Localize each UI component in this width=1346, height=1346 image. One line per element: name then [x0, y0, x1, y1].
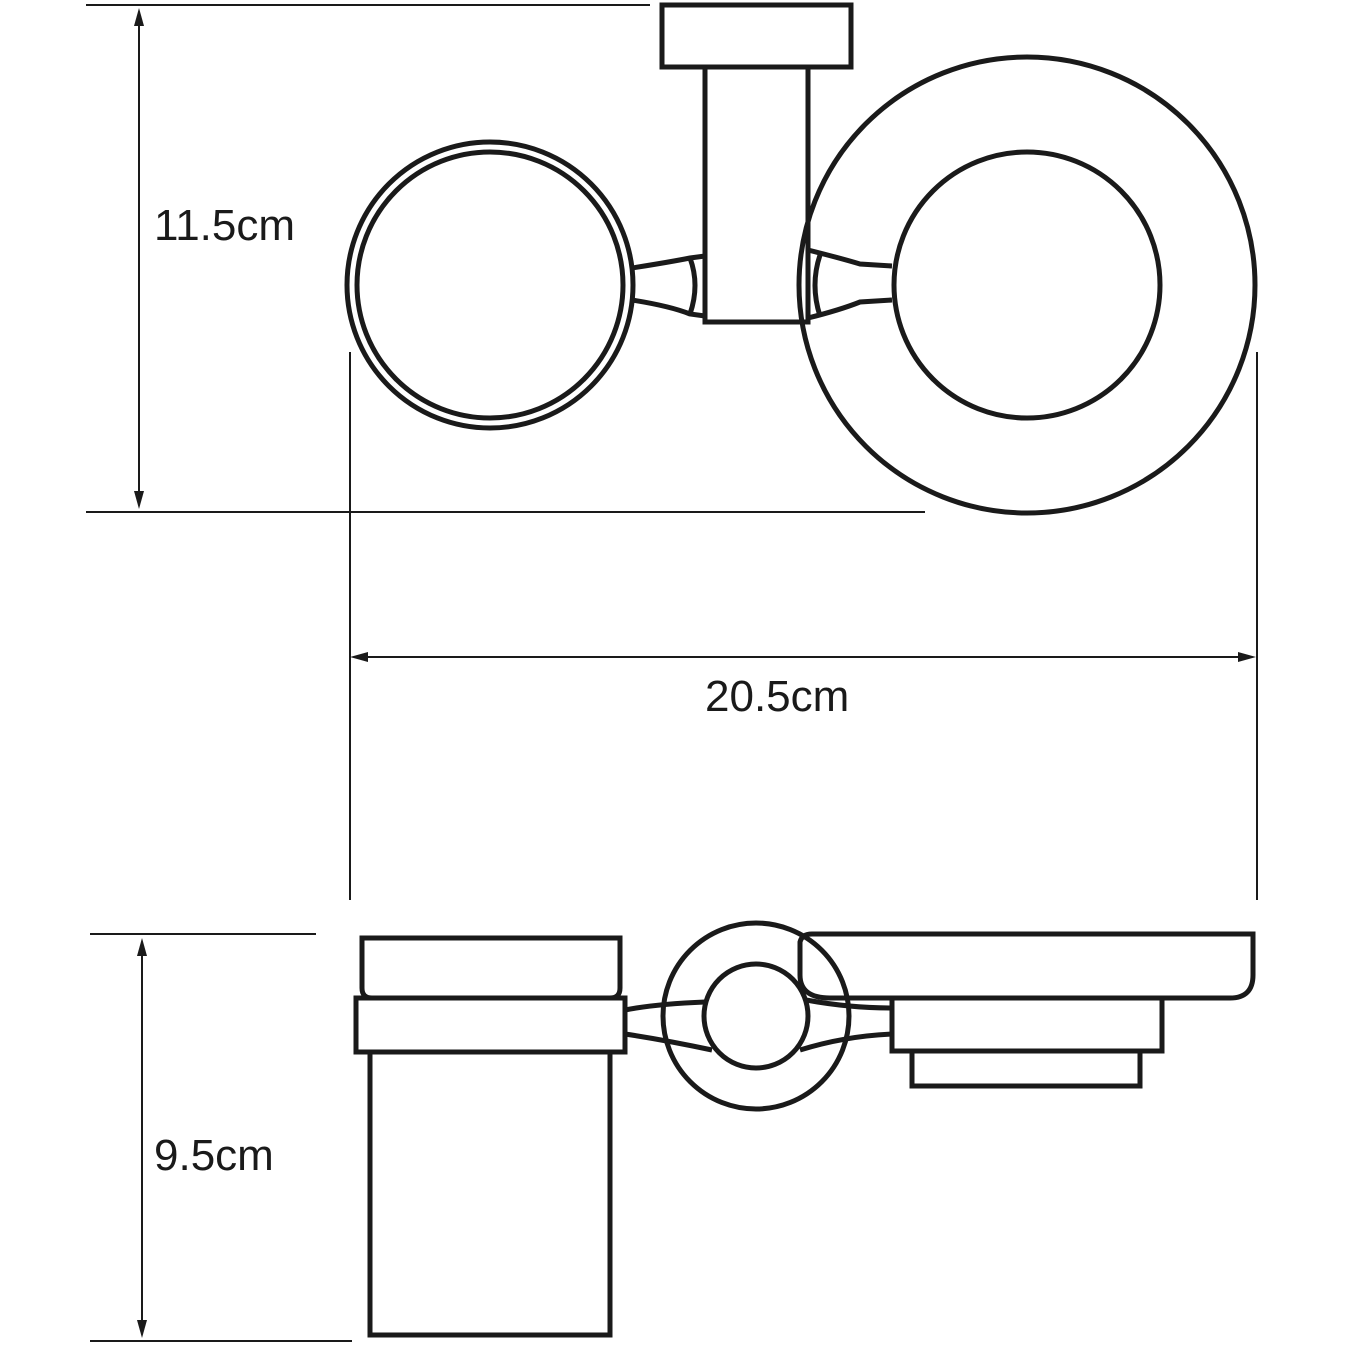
tumbler-ring	[344, 139, 636, 431]
width-label: 20.5cm	[705, 672, 849, 721]
tumbler-holder-band	[353, 995, 628, 1055]
front-right-arm-upper	[805, 997, 893, 1011]
wall-plate	[659, 2, 854, 70]
width-dimension	[349, 352, 1258, 900]
right-arm-lower	[807, 297, 893, 321]
top-view: 11.5cm	[86, 2, 1258, 516]
soap-dish-top	[796, 54, 1258, 516]
tumbler	[353, 935, 628, 1338]
front-left-arm-upper	[624, 999, 706, 1013]
tumbler-rim	[359, 935, 623, 1001]
soap-dish-tray	[797, 931, 1256, 1001]
left-arm-joint	[687, 257, 698, 315]
front-left-arm-lower	[624, 1031, 713, 1053]
front-right-arm-lower	[799, 1031, 893, 1053]
height-label-front: 9.5cm	[154, 1131, 274, 1180]
soap-dish-holder	[889, 995, 1165, 1054]
height-dimension-top	[134, 8, 144, 509]
height-dimension-front	[137, 938, 147, 1338]
right-arm-joint	[812, 254, 823, 317]
soap-dish-front	[797, 931, 1256, 1089]
front-view: 9.5cm	[90, 920, 1256, 1342]
wall-mount-front	[660, 920, 852, 1112]
height-label-top: 11.5cm	[154, 201, 295, 250]
tumbler-cup	[367, 1049, 613, 1338]
soap-dish-base	[909, 1048, 1143, 1089]
right-arm-upper	[807, 247, 893, 269]
left-arm-upper	[631, 253, 706, 271]
mounting-post	[702, 64, 811, 325]
